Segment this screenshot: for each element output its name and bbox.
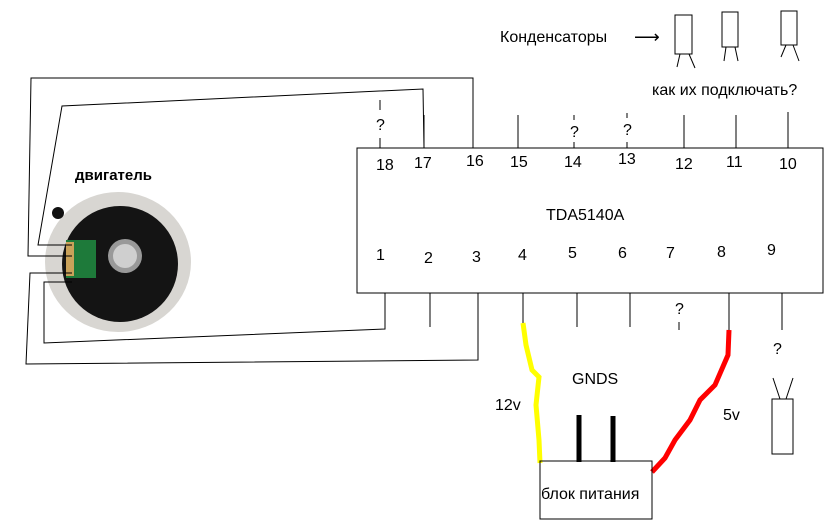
pin-label: 5 (568, 245, 577, 262)
capacitor-bottom (771, 377, 794, 455)
pin-label: 7 (666, 245, 675, 262)
motor-image (45, 192, 191, 332)
power-supply-label: блок питания (541, 486, 640, 503)
pin-label: 14 (564, 154, 582, 171)
wire-5v (650, 329, 732, 474)
unknown-pin13: ? (623, 122, 632, 139)
pin-label: 4 (518, 247, 527, 264)
chip-label: TDA5140A (546, 207, 625, 224)
arrow-icon: ⟶ (634, 27, 660, 47)
pin-label: 17 (414, 155, 432, 172)
capacitors-label: Конденсаторы (500, 29, 608, 46)
pin-label: 9 (767, 242, 776, 259)
wire-12v (520, 322, 543, 464)
12v-label: 12v (495, 397, 521, 414)
unknown-pin14: ? (570, 124, 579, 141)
motor-wires (25, 77, 479, 365)
unknown-capacitor: ? (773, 341, 782, 358)
pin-label: 15 (510, 154, 528, 171)
pin-label: 8 (717, 244, 726, 261)
pin-label: 13 (618, 151, 636, 168)
pin-leads (379, 100, 789, 330)
chip-body (356, 147, 824, 294)
motor-label: двигатель (75, 167, 152, 184)
power-supply-box (539, 460, 653, 520)
pin-label: 18 (376, 157, 394, 174)
unknown-pin18: ? (376, 117, 385, 134)
pin-label: 2 (424, 250, 433, 267)
pin-label: 12 (675, 156, 693, 173)
pin-label: 3 (472, 249, 481, 266)
capacitors-top (674, 10, 800, 69)
5v-label: 5v (723, 407, 740, 424)
unknown-pin7: ? (675, 301, 684, 318)
question-label: как их подключать? (652, 82, 798, 99)
pin-label: 16 (466, 153, 484, 170)
pin-label: 11 (726, 154, 743, 171)
pin-label: 6 (618, 245, 627, 262)
pin-label: 10 (779, 156, 797, 173)
gnds-label: GNDS (572, 371, 619, 388)
pin-label: 1 (376, 247, 385, 264)
